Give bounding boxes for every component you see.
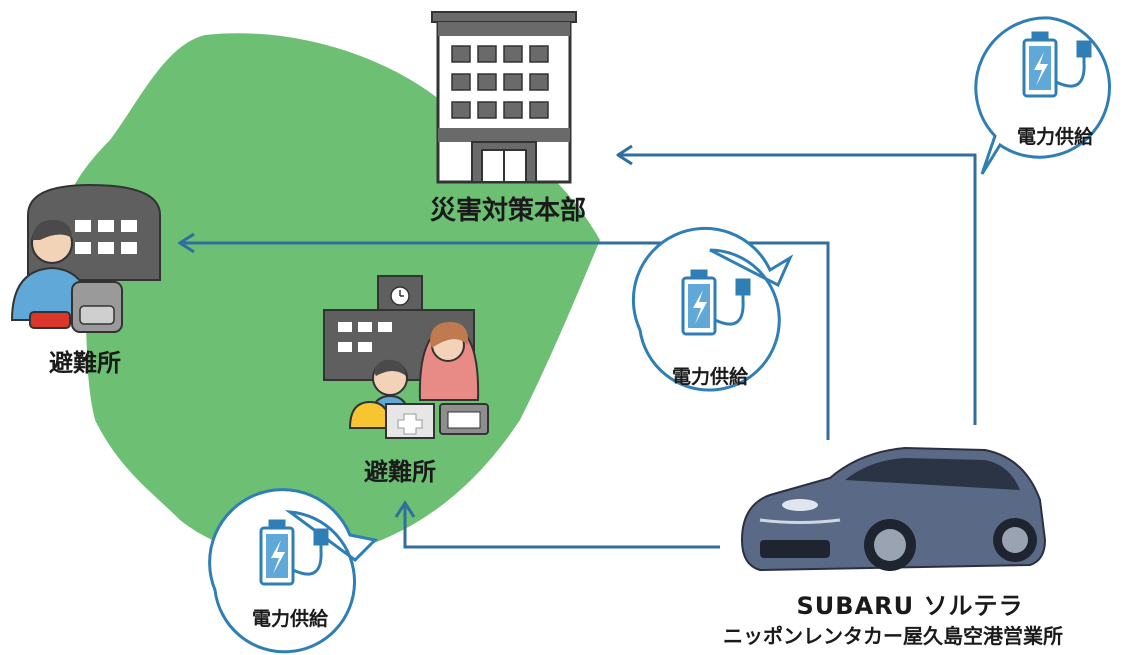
car-icon: [740, 446, 1047, 572]
shelter-center-label: 避難所: [364, 458, 436, 486]
arrow-to-left-shelter: [177, 232, 830, 440]
school-icon: [323, 275, 489, 439]
shelter-icon: [10, 183, 161, 333]
bubble-bottom-left-text: 電力供給: [251, 608, 328, 630]
battery-plug-icon: [259, 519, 329, 586]
shelter-left-label: 避難所: [49, 349, 121, 377]
battery-plug-icon: [681, 269, 751, 336]
battery-plug-icon: [1022, 31, 1092, 98]
vehicle-name: SUBARU ソルテラ: [796, 592, 1024, 620]
arrow-to-hq: [616, 144, 977, 425]
arrow-to-center-shelter: [394, 500, 720, 549]
vehicle-owner: ニッポンレンタカー屋久島空港営業所: [723, 624, 1063, 648]
bubble-top-right-text: 電力供給: [1016, 126, 1093, 148]
bubble-middle-text: 電力供給: [671, 366, 748, 388]
building-icon: [431, 11, 577, 184]
hq-label: 災害対策本部: [429, 196, 586, 226]
